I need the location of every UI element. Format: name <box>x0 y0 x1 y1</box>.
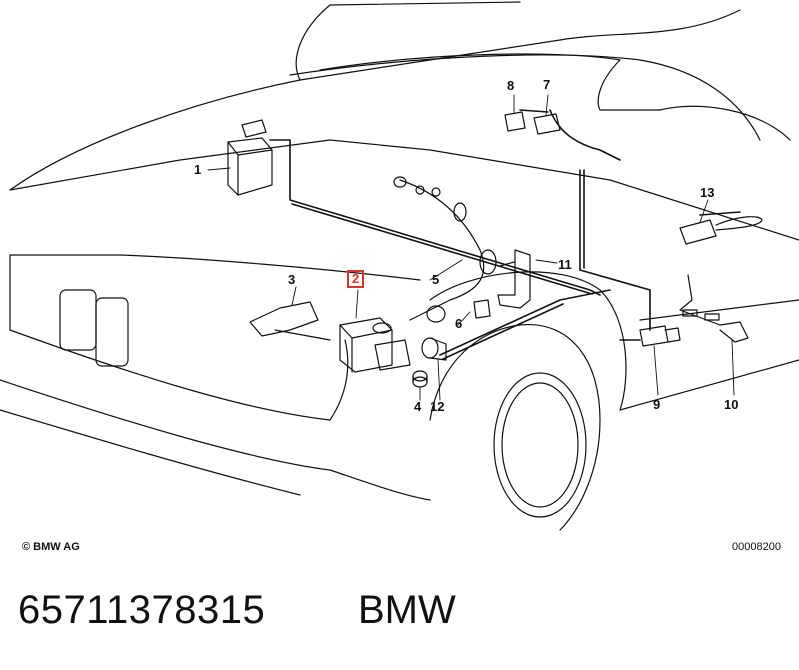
bracket-10 <box>679 274 749 343</box>
callout-11: 11 <box>558 257 572 272</box>
control-cable-5 <box>393 176 497 323</box>
connector-7 <box>533 113 561 135</box>
connector-13 <box>679 216 763 245</box>
nut-4 <box>412 370 428 388</box>
callout-5: 5 <box>432 272 440 287</box>
exploded-parts-diagram <box>0 1 799 531</box>
callout-4: 4 <box>414 399 422 414</box>
callout-1: 1 <box>194 162 202 177</box>
callout-3: 3 <box>288 272 296 287</box>
callout-7: 7 <box>543 77 551 92</box>
leader-lines <box>207 94 735 401</box>
callout-13: 13 <box>700 185 715 200</box>
control-unit-1 <box>227 119 273 196</box>
drawing-number: 00008200 <box>732 541 781 553</box>
clip-6 <box>473 299 491 319</box>
brand-name: BMW <box>358 588 456 632</box>
callout-2-highlighted[interactable]: 2 <box>347 270 365 288</box>
wiring-harness <box>269 109 741 360</box>
callout-12: 12 <box>430 399 445 414</box>
callout-6: 6 <box>455 316 463 331</box>
part-number: 65711378315 <box>18 588 266 632</box>
bracket-3 <box>249 301 331 341</box>
copyright-text: © BMW AG <box>22 541 80 553</box>
connector-8 <box>504 111 526 132</box>
car-body-outline <box>0 1 799 531</box>
bracket-11 <box>497 249 531 309</box>
switch-9 <box>639 325 681 347</box>
callout-10: 10 <box>724 397 739 412</box>
cruise-actuator-2 <box>339 317 411 373</box>
boot-12 <box>421 337 447 361</box>
callout-9: 9 <box>653 397 661 412</box>
callout-8: 8 <box>507 78 515 93</box>
